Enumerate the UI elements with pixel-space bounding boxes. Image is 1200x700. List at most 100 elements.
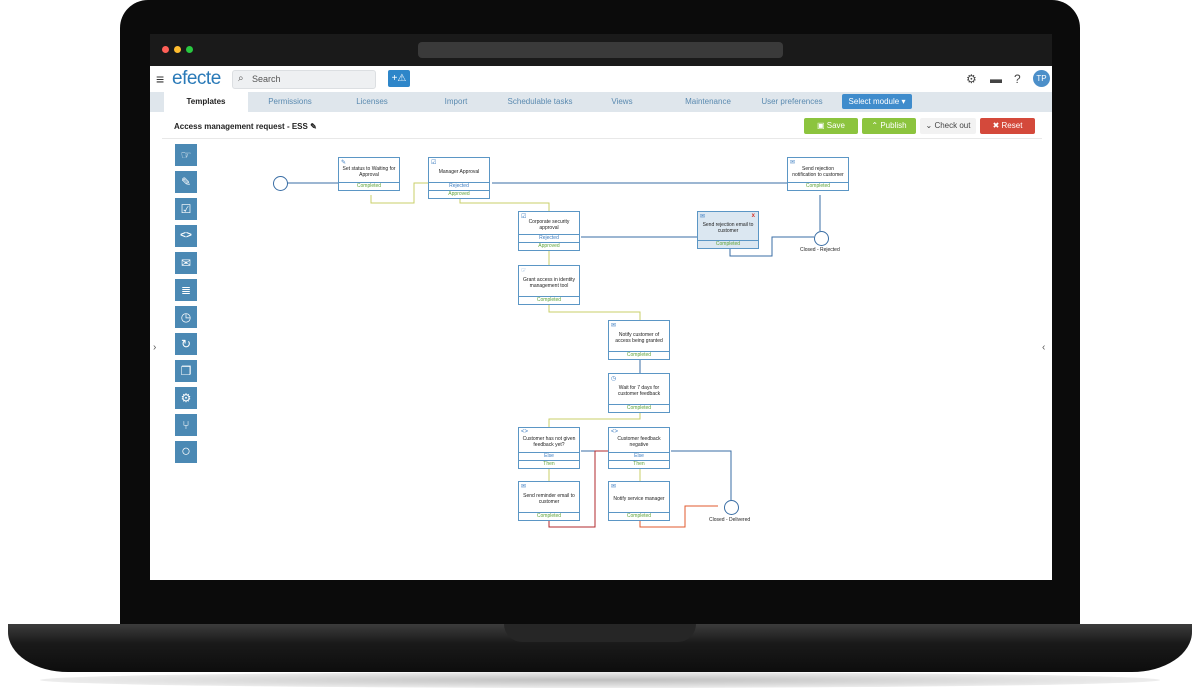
checkbox-icon: ☑: [431, 160, 437, 166]
envelope-icon: ✉: [611, 323, 617, 329]
tab-licenses[interactable]: Licenses: [356, 97, 388, 106]
node-title: Corporate security approval: [528, 219, 570, 231]
node-output[interactable]: Else: [519, 452, 579, 460]
node-output[interactable]: Rejected: [519, 234, 579, 242]
gear-icon[interactable]: ⚙: [966, 72, 977, 86]
menu-icon[interactable]: ≡: [156, 71, 165, 87]
node-set-status[interactable]: ✎ Set status to Waiting for Approval Com…: [338, 157, 400, 191]
envelope-icon: ✉: [700, 214, 706, 220]
tab-maintenance[interactable]: Maintenance: [685, 97, 731, 106]
reset-button[interactable]: ✖ Reset: [980, 118, 1035, 134]
search-icon: ⌕: [238, 73, 244, 84]
palette-circle-icon[interactable]: ○: [175, 441, 197, 463]
app-logo[interactable]: efecte: [172, 68, 221, 89]
palette-timer-icon[interactable]: ◷: [175, 306, 197, 328]
code-icon: <>: [521, 429, 529, 435]
connector-rejection2-to-closed: [729, 236, 814, 257]
delete-node-icon[interactable]: x: [751, 213, 755, 219]
node-output[interactable]: Completed: [609, 512, 669, 520]
palette-branch-icon[interactable]: ⑂: [175, 414, 197, 436]
address-bar[interactable]: [418, 42, 783, 58]
page-title-text: Access management request - ESS: [174, 122, 308, 131]
close-icon: ✖: [992, 121, 1002, 130]
node-output[interactable]: Approved: [429, 190, 489, 198]
expand-right-panel-icon[interactable]: ‹: [1042, 342, 1046, 353]
node-output[interactable]: Completed: [609, 351, 669, 359]
tab-templates[interactable]: Templates: [164, 92, 248, 112]
node-send-rejection-notification[interactable]: ✉ Send rejection notification to custome…: [787, 157, 849, 191]
checkout-label: Check out: [934, 121, 971, 130]
folder-icon[interactable]: ▬: [990, 72, 1002, 86]
start-event[interactable]: [273, 176, 288, 191]
node-title: Send rejection email to customer: [702, 222, 754, 234]
add-button[interactable]: +⚠: [388, 70, 410, 87]
envelope-icon: ✉: [611, 484, 617, 490]
tab-permissions[interactable]: Permissions: [268, 97, 312, 106]
minimize-window-dot[interactable]: [174, 46, 181, 53]
node-customer-feedback-negative[interactable]: <> Customer feedback negative Else Then: [608, 427, 670, 469]
envelope-icon: ✉: [521, 484, 527, 490]
node-output[interactable]: Completed: [698, 240, 758, 248]
node-title: Notify customer of access being granted: [615, 332, 663, 344]
node-output[interactable]: Completed: [788, 182, 848, 190]
maximize-window-dot[interactable]: [186, 46, 193, 53]
help-icon[interactable]: ?: [1014, 72, 1021, 86]
tab-views[interactable]: Views: [611, 97, 633, 106]
node-output[interactable]: Then: [519, 460, 579, 468]
pencil-icon[interactable]: ✎: [310, 122, 317, 131]
checkbox-icon: ☑: [521, 214, 527, 220]
node-customer-not-given-feedback[interactable]: <> Customer has not given feedback yet? …: [518, 427, 580, 469]
node-send-rejection-email[interactable]: ✉ x Send rejection email to customer Com…: [697, 211, 759, 249]
node-grant-access[interactable]: ☞ Grant access in identity management to…: [518, 265, 580, 305]
page-title: Access management request - ESS ✎: [174, 122, 317, 131]
node-title: Send reminder email to customer: [523, 493, 575, 505]
end-event-closed-rejected[interactable]: [814, 231, 829, 246]
palette-document-icon[interactable]: ≣: [175, 279, 197, 301]
avatar[interactable]: TP: [1033, 70, 1050, 87]
palette-gears-icon[interactable]: ⚙: [175, 387, 197, 409]
tab-import[interactable]: Import: [444, 97, 468, 106]
node-corporate-security-approval[interactable]: ☑ Corporate security approval Rejected A…: [518, 211, 580, 251]
node-output[interactable]: Rejected: [429, 182, 489, 190]
palette-copy-icon[interactable]: ❐: [175, 360, 197, 382]
save-icon: ▣: [816, 121, 827, 130]
end-event-closed-delivered[interactable]: [724, 500, 739, 515]
search-placeholder: Search: [252, 74, 281, 84]
palette-code-icon[interactable]: <>: [175, 225, 197, 247]
node-notify-customer[interactable]: ✉ Notify customer of access being grante…: [608, 320, 670, 360]
node-output[interactable]: Completed: [519, 296, 579, 304]
search-input[interactable]: ⌕ Search: [232, 70, 376, 89]
node-title: Send rejection notification to customer: [792, 166, 844, 178]
save-label: Save: [826, 121, 845, 130]
node-manager-approval[interactable]: ☑ Manager Approval Rejected Approved: [428, 157, 490, 199]
node-title: Set status to Waiting for Approval: [342, 166, 396, 178]
node-output[interactable]: Completed: [339, 182, 399, 190]
code-icon: <>: [611, 429, 619, 435]
node-output[interactable]: Approved: [519, 242, 579, 250]
tab-schedulable-tasks[interactable]: Schedulable tasks: [507, 97, 573, 106]
palette-recurring-timer-icon[interactable]: ↻: [175, 333, 197, 355]
node-output[interactable]: Else: [609, 452, 669, 460]
expand-left-panel-icon[interactable]: ›: [153, 342, 157, 353]
node-title: Notify service manager: [613, 496, 665, 502]
node-output[interactable]: Completed: [519, 512, 579, 520]
node-output[interactable]: Completed: [609, 404, 669, 412]
close-window-dot[interactable]: [162, 46, 169, 53]
checkout-button[interactable]: ⌄ Check out: [920, 118, 976, 134]
publish-button[interactable]: ⌃ Publish: [862, 118, 916, 134]
palette-edit-icon[interactable]: ✎: [175, 171, 197, 193]
node-wait-7-days[interactable]: ◷ Wait for 7 days for customer feedback …: [608, 373, 670, 413]
laptop-shadow: [40, 672, 1160, 688]
select-module-dropdown[interactable]: Select module ▾: [842, 94, 912, 109]
palette-envelope-icon[interactable]: ✉: [175, 252, 197, 274]
node-send-reminder-email[interactable]: ✉ Send reminder email to customer Comple…: [518, 481, 580, 521]
node-output[interactable]: Then: [609, 460, 669, 468]
node-notify-service-manager[interactable]: ✉ Notify service manager Completed: [608, 481, 670, 521]
connector-negative-else: [671, 450, 732, 500]
palette-hand-pointer-icon[interactable]: ☞: [175, 144, 197, 166]
save-button[interactable]: ▣ Save: [804, 118, 858, 134]
palette-checkbox-icon[interactable]: ☑: [175, 198, 197, 220]
end-label-closed-rejected: Closed - Rejected: [800, 247, 840, 253]
app-header: ≡ efecte ⌕ Search +⚠ ⚙ ▬ ? TP: [150, 66, 1052, 93]
tab-user-preferences[interactable]: User preferences: [761, 97, 823, 106]
